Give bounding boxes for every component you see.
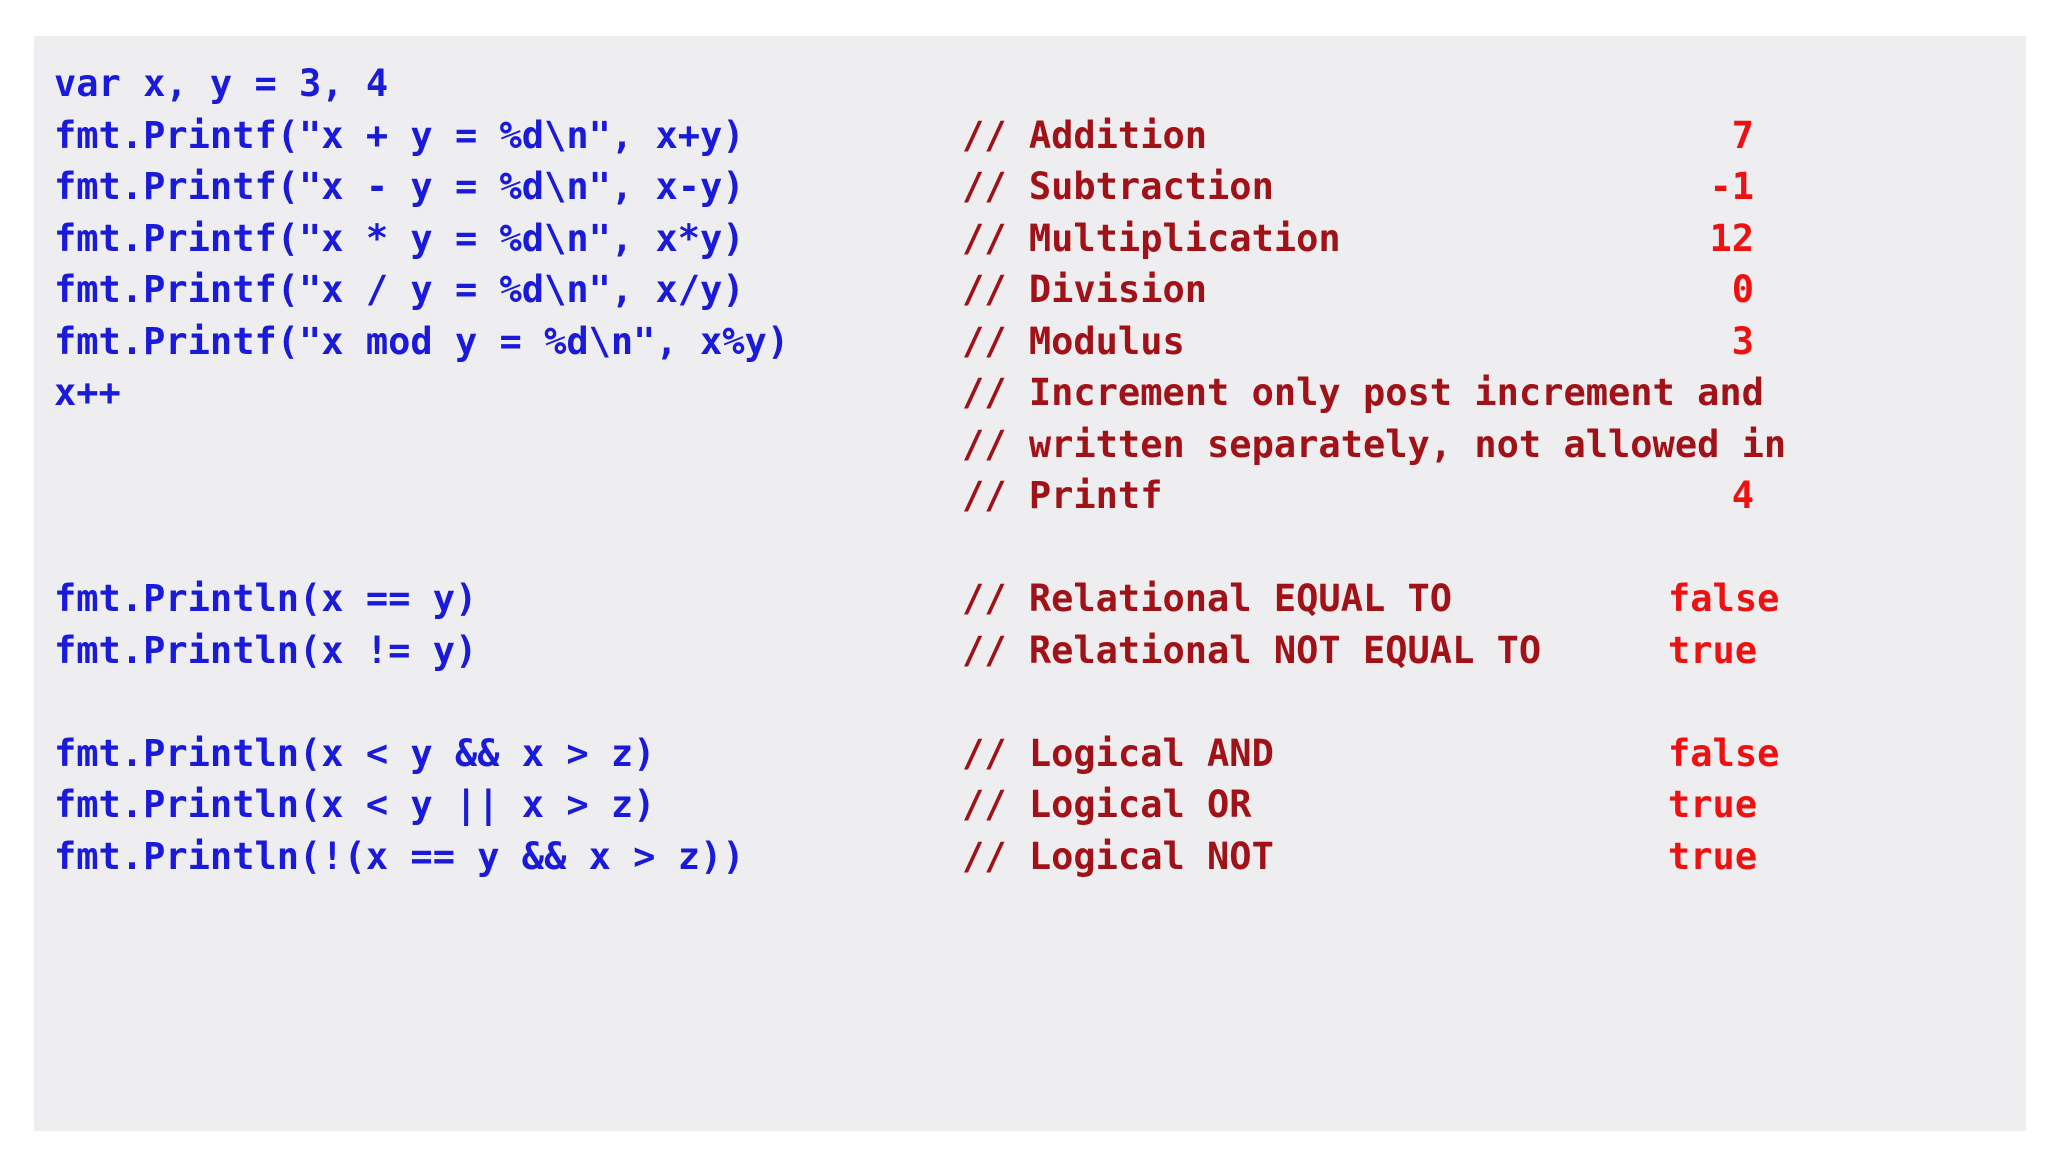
- value-text: true: [1668, 834, 1758, 878]
- value-text: -1: [1709, 165, 1754, 208]
- code-line: fmt.Println(!(x == y && x > z)) // Logic…: [54, 831, 2026, 883]
- comment-text: // Subtraction: [962, 165, 1274, 208]
- value-text: 12: [1709, 216, 1754, 260]
- code-text: fmt.Printf("x mod y = %d\n", x%y): [54, 319, 790, 363]
- code-text: fmt.Printf("x / y = %d\n", x/y): [54, 268, 745, 311]
- code-line-blank: [54, 522, 2026, 574]
- value-text: true: [1668, 628, 1758, 672]
- code-line-blank: [54, 676, 2026, 728]
- code-text: x++: [54, 371, 121, 414]
- code-line: fmt.Printf("x - y = %d\n", x-y) // Subtr…: [54, 161, 2026, 213]
- code-line: fmt.Printf("x / y = %d\n", x/y) // Divis…: [54, 264, 2026, 316]
- code-line: fmt.Println(x != y) // Relational NOT EQ…: [54, 625, 2026, 677]
- code-line: var x, y = 3, 4: [54, 58, 2026, 110]
- comment-text: // Addition: [962, 113, 1208, 157]
- comment-text: // Multiplication: [962, 216, 1341, 260]
- comment-text: // Modulus: [962, 319, 1185, 363]
- value-text: 0: [1731, 268, 1754, 311]
- code-text: fmt.Printf("x + y = %d\n", x+y): [54, 113, 745, 157]
- code-line: fmt.Printf("x mod y = %d\n", x%y) // Mod…: [54, 316, 2026, 368]
- code-line: fmt.Printf("x * y = %d\n", x*y) // Multi…: [54, 213, 2026, 265]
- value-text: 3: [1731, 319, 1754, 363]
- code-text: fmt.Println(x != y): [54, 628, 478, 672]
- value-text: 4: [1731, 474, 1754, 517]
- code-line: x++ // Increment only post increment and: [54, 367, 2026, 419]
- comment-text: // Increment only post increment and: [962, 371, 1764, 414]
- code-text: fmt.Printf("x * y = %d\n", x*y): [54, 216, 745, 260]
- code-text: fmt.Println(!(x == y && x > z)): [54, 834, 745, 878]
- value-text: false: [1668, 731, 1780, 775]
- comment-text: // Division: [962, 268, 1208, 311]
- code-text: var x, y = 3, 4: [54, 62, 389, 105]
- code-text: fmt.Printf("x - y = %d\n", x-y): [54, 165, 745, 208]
- code-text: fmt.Println(x == y): [54, 577, 478, 620]
- comment-text: // Relational EQUAL TO: [962, 577, 1453, 620]
- value-text: true: [1668, 783, 1758, 826]
- code-line: fmt.Printf("x + y = %d\n", x+y) // Addit…: [54, 110, 2026, 162]
- code-line: // written separately, not allowed in: [54, 419, 2026, 471]
- code-line: fmt.Println(x < y || x > z) // Logical O…: [54, 779, 2026, 831]
- code-slide-panel: var x, y = 3, 4 fmt.Printf("x + y = %d\n…: [34, 36, 2026, 1131]
- value-text: 7: [1731, 113, 1754, 157]
- comment-text: // Relational NOT EQUAL TO: [962, 628, 1542, 672]
- code-text: fmt.Println(x < y || x > z): [54, 783, 656, 826]
- value-text: false: [1668, 577, 1780, 620]
- comment-text: // Logical NOT: [962, 834, 1274, 878]
- code-line: fmt.Println(x == y) // Relational EQUAL …: [54, 573, 2026, 625]
- code-text: fmt.Println(x < y && x > z): [54, 731, 656, 775]
- comment-text: // Logical AND: [962, 731, 1274, 775]
- comment-text: // Logical OR: [962, 783, 1252, 826]
- comment-text: // Printf: [962, 474, 1163, 517]
- comment-text: // written separately, not allowed in: [962, 422, 1787, 466]
- code-line: fmt.Println(x < y && x > z) // Logical A…: [54, 728, 2026, 780]
- code-listing: var x, y = 3, 4 fmt.Printf("x + y = %d\n…: [54, 58, 2026, 1131]
- code-line: // Printf 4: [54, 470, 2026, 522]
